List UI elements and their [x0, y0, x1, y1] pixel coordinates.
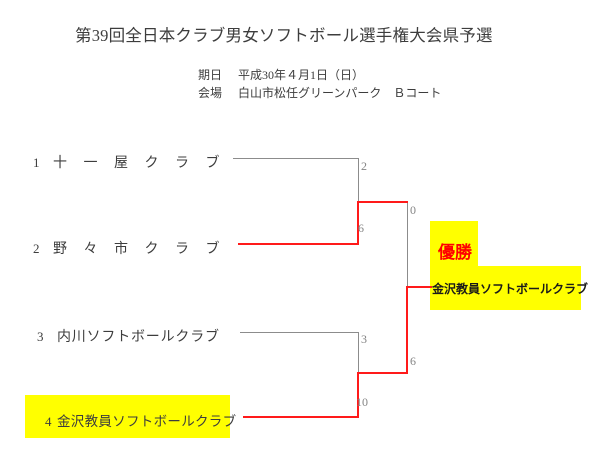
bracket-line-team1: [233, 158, 358, 159]
event-date-line: 期日 平成30年４月1日（日）: [198, 66, 364, 83]
score-sf1-top: 2: [361, 159, 367, 173]
champion-name: 金沢教員ソフトボールクラブ: [432, 282, 589, 296]
winner-line-sf2-vertical: [357, 372, 359, 418]
bracket-line-sf2-vertical: [358, 332, 359, 374]
bracket-line-sf1-vertical: [358, 158, 359, 203]
score-final-bottom: 6: [410, 354, 416, 368]
team-seed: 3: [37, 329, 44, 344]
champion-label-highlight: [430, 221, 478, 266]
venue-value: 白山市松任グリーンパーク Ｂコート: [238, 86, 442, 100]
bracket-line-team3: [240, 332, 358, 333]
champion-name-highlight: [430, 266, 581, 310]
date-label: 期日: [198, 68, 223, 82]
team-row: 2 野々市クラブ: [33, 238, 236, 258]
score-sf1-bottom: 6: [358, 221, 364, 235]
team-name: 内川ソフトボールクラブ: [57, 330, 220, 345]
team4-highlight: [25, 395, 230, 438]
winner-line-final-vertical: [406, 286, 408, 374]
event-venue-line: 会場 白山市松任グリーンパーク Ｂコート: [198, 84, 441, 101]
team-seed: 1: [33, 155, 40, 170]
team-name: 野々市クラブ: [53, 242, 236, 257]
page-title: 第39回全日本クラブ男女ソフトボール選手権大会県予選: [75, 26, 493, 45]
team-name: 金沢教員ソフトボールクラブ: [57, 414, 237, 429]
team-name: 十一屋クラブ: [53, 156, 236, 171]
winner-line-sf1-vertical: [357, 201, 359, 245]
team-row: 1 十一屋クラブ: [33, 152, 236, 172]
team-seed: 4: [45, 414, 52, 429]
winner-line-sf2-advance: [357, 372, 408, 374]
team-seed: 2: [33, 241, 40, 256]
score-sf2-bottom: 10: [356, 395, 368, 409]
winner-line-final-advance: [406, 286, 432, 288]
score-final-top: 0: [410, 203, 416, 217]
venue-label: 会場: [198, 86, 223, 100]
bracket-line-final-vertical: [407, 202, 408, 288]
winner-line-team4: [243, 416, 359, 418]
score-sf2-top: 3: [361, 332, 367, 346]
winner-line-team2: [238, 243, 359, 245]
winner-line-sf1-advance: [357, 201, 408, 203]
date-value: 平成30年４月1日（日）: [238, 68, 365, 82]
champion-label: 優勝: [438, 243, 472, 262]
team-row: 4 金沢教員ソフトボールクラブ: [45, 410, 236, 431]
team-row: 3 内川ソフトボールクラブ: [37, 326, 220, 346]
